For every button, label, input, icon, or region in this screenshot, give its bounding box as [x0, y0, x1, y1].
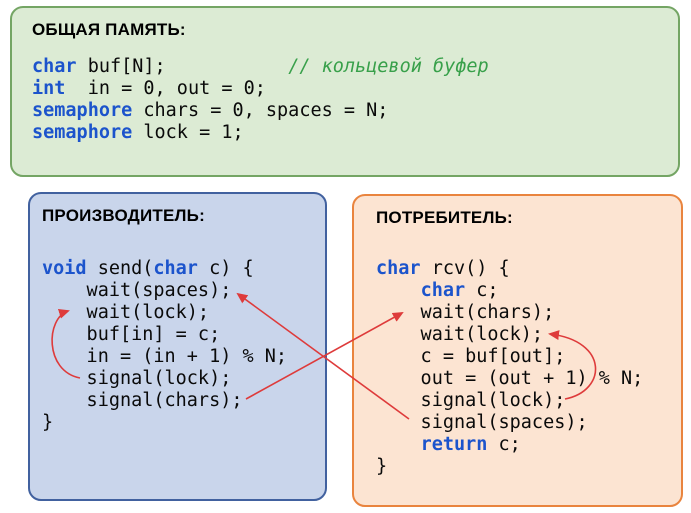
shared-memory-panel: ОБЩАЯ ПАМЯТЬ: char buf[N]; // кольцевой … — [10, 6, 680, 177]
producer-title: ПРОИЗВОДИТЕЛЬ: — [42, 206, 205, 225]
shared-memory-title: ОБЩАЯ ПАМЯТЬ: — [32, 20, 186, 39]
producer-code: void send(char c) { wait(spaces); wait(l… — [42, 258, 288, 433]
consumer-panel: ПОТРЕБИТЕЛЬ: char rcv() { char c; wait(c… — [352, 194, 683, 507]
producer-panel: ПРОИЗВОДИТЕЛЬ: void send(char c) { wait(… — [28, 192, 327, 501]
consumer-title: ПОТРЕБИТЕЛЬ: — [376, 208, 513, 227]
consumer-code: char rcv() { char c; wait(chars); wait(l… — [376, 258, 644, 477]
